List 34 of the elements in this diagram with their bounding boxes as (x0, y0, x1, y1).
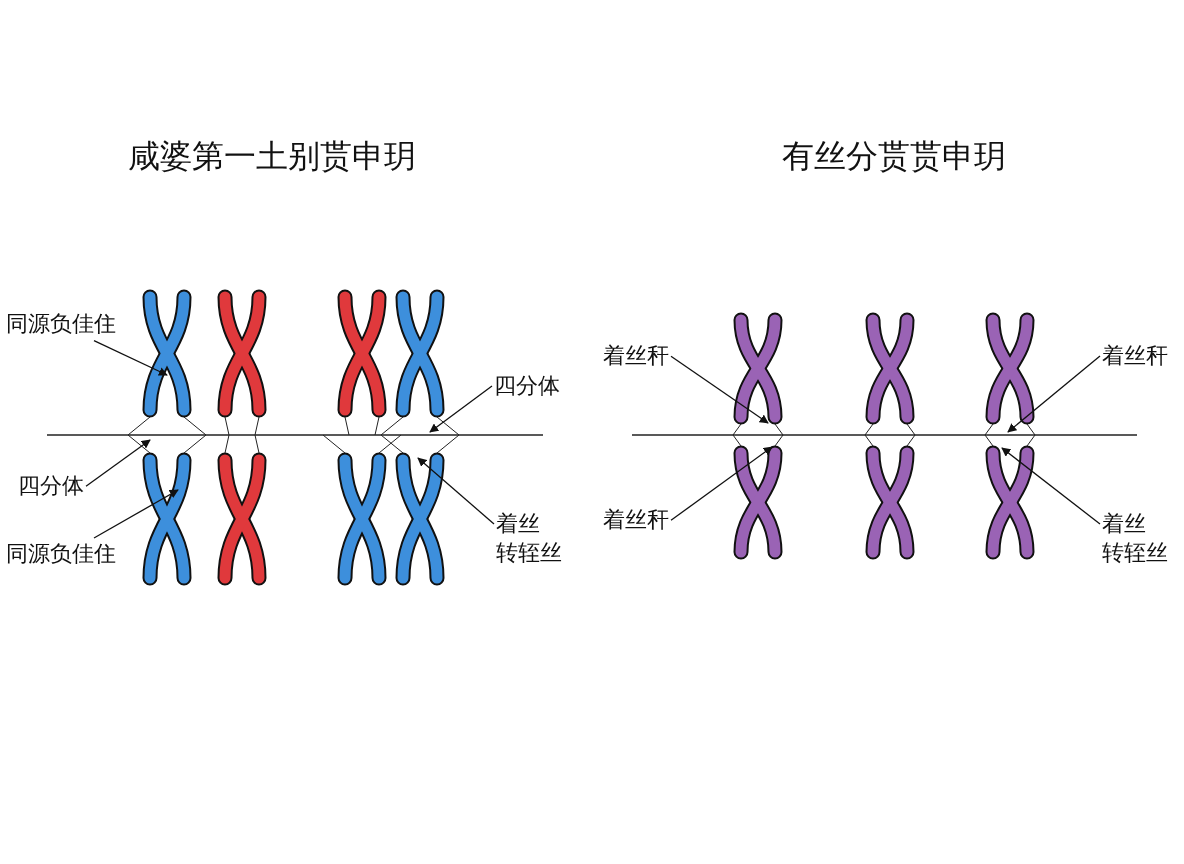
chromosome-drawing (337, 289, 387, 436)
chromosome-drawing (127, 289, 207, 436)
callout-label: 四分体 (18, 472, 84, 501)
chromosome-drawing (217, 289, 267, 436)
chromosome-drawing (864, 312, 916, 436)
leader-arrow (93, 339, 168, 376)
leader-arrow (417, 457, 495, 525)
callout-label: 同源负佳住 (6, 540, 116, 569)
chromosome-drawing (732, 312, 784, 436)
leader-arrow (1001, 447, 1101, 525)
leader-arrow (1007, 355, 1101, 433)
chromosome-drawing (984, 434, 1036, 560)
chromosome-drawing (127, 434, 207, 586)
panel-heading: 有丝分贳贳申玥 (782, 136, 1006, 177)
leader-arrow (429, 385, 493, 433)
callout-label: 同源负佳住 (6, 310, 116, 339)
chromosome-drawing (984, 312, 1036, 436)
chromosome-drawing (322, 434, 402, 586)
leader-arrow (85, 439, 151, 487)
callout-label: 着丝秆 (603, 506, 669, 535)
panel-heading: 咸婆第一土别贳申玥 (128, 136, 416, 177)
chromosome-drawing (380, 289, 460, 436)
chromosome-drawing (732, 434, 784, 560)
chromosome-drawing (864, 434, 916, 560)
callout-label: 着丝秆 (1102, 342, 1168, 371)
chromosome-drawing (380, 434, 460, 586)
callout-label: 着丝转轾丝 (496, 510, 565, 568)
leader-arrow (93, 489, 179, 539)
leader-arrow (670, 355, 769, 424)
callout-label: 着丝转轾丝 (1102, 510, 1171, 568)
chromosome-drawing (217, 434, 267, 586)
callout-label: 着丝秆 (603, 342, 669, 371)
callout-label: 四分体 (494, 372, 560, 401)
leader-arrow (670, 446, 773, 521)
